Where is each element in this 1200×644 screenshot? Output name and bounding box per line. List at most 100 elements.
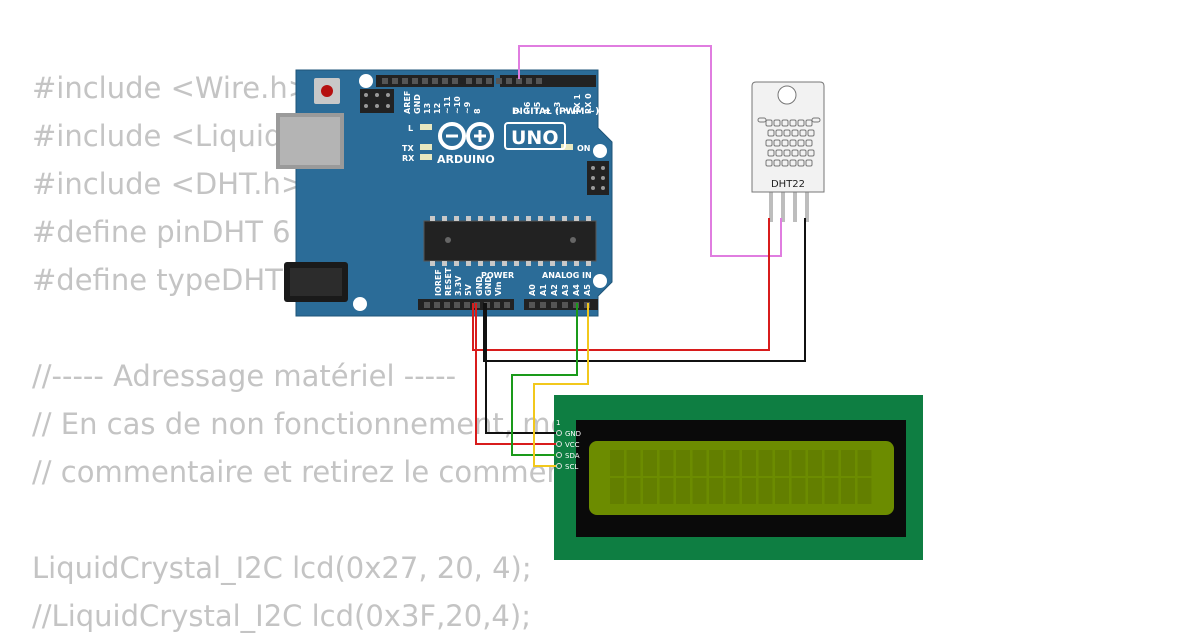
lcd-cell xyxy=(857,478,872,504)
grille-slot xyxy=(773,159,781,167)
pin-label: 2 xyxy=(563,108,572,114)
chip-legs xyxy=(430,216,591,266)
pin-label: 8 xyxy=(473,108,482,114)
lcd-pin-labels: 1 GND VCC SDA SCL xyxy=(556,419,581,471)
lcd-pin-one: 1 xyxy=(556,419,560,427)
grille-slot xyxy=(781,119,789,127)
usb-connector xyxy=(276,113,344,169)
lcd-cell xyxy=(758,478,773,504)
mounting-hole xyxy=(593,144,607,158)
header-socket xyxy=(486,78,492,84)
lcd-cell xyxy=(775,478,789,504)
mounting-hole xyxy=(593,274,607,288)
header-socket xyxy=(464,302,470,308)
pin-label: IOREF xyxy=(434,269,443,296)
grille-slot xyxy=(807,149,815,157)
wire-lcd-vcc[interactable] xyxy=(475,303,556,445)
chip-leg xyxy=(526,261,531,266)
header-socket xyxy=(529,302,535,308)
lcd-cell xyxy=(610,478,624,504)
chip-leg xyxy=(586,261,591,266)
lcd-cell xyxy=(791,450,806,476)
lcd-cell xyxy=(692,478,707,504)
pin-label: GND xyxy=(484,276,493,296)
grille-slot xyxy=(765,119,773,127)
lcd-cell xyxy=(824,478,839,504)
pin-label: ~9 xyxy=(463,101,472,114)
pin-label: ~3 xyxy=(553,102,562,114)
header-socket xyxy=(506,78,512,84)
lcd-cell xyxy=(610,450,624,476)
chip-leg xyxy=(562,261,567,266)
chip-leg xyxy=(550,261,555,266)
code-line: #include <Wire.h> xyxy=(32,71,313,105)
pin-label: TX 1 xyxy=(573,94,582,114)
pin-label: RESET xyxy=(444,267,453,296)
grille-slot xyxy=(805,119,813,127)
header-socket xyxy=(442,78,448,84)
power-jack xyxy=(284,262,348,302)
wire-data-pin6[interactable] xyxy=(518,45,782,257)
header-socket xyxy=(476,78,482,84)
led-rx xyxy=(420,154,432,160)
chip-leg xyxy=(442,261,447,266)
wire-lcd-gnd[interactable] xyxy=(485,303,556,434)
wire-sensor-gnd[interactable] xyxy=(483,218,806,362)
wires xyxy=(472,45,806,467)
header-socket xyxy=(504,302,510,308)
reset-button[interactable] xyxy=(314,78,340,104)
pin-label: 7 xyxy=(513,108,522,114)
chip-leg xyxy=(586,216,591,221)
wire-lcd-scl[interactable] xyxy=(533,303,589,467)
header-socket xyxy=(382,78,388,84)
header-socket xyxy=(516,78,522,84)
grille-slot xyxy=(767,149,775,157)
pin-label: Vin xyxy=(494,281,503,296)
dht22-sensor[interactable]: DHT22 xyxy=(751,81,825,222)
lcd-cell xyxy=(626,478,641,504)
grille-slot xyxy=(775,149,783,157)
pin-label: 12 xyxy=(433,103,442,114)
digital-header-label: DIGITAL (PWM ~) xyxy=(512,107,599,117)
chip-leg xyxy=(574,216,579,221)
grille-slot xyxy=(807,129,815,137)
lcd-cell xyxy=(725,450,740,476)
analog-label: ANALOG IN xyxy=(542,271,592,280)
grille-slot xyxy=(767,129,775,137)
chip-leg xyxy=(574,261,579,266)
header-socket xyxy=(452,78,458,84)
pin-label: 3.3V xyxy=(454,275,463,296)
grille-slot xyxy=(799,149,807,157)
lcd-cell xyxy=(643,478,657,504)
led-l xyxy=(420,124,432,130)
chip-leg xyxy=(526,216,531,221)
pin-label: RX 0 xyxy=(584,93,593,114)
lcd-display[interactable]: 1 GND VCC SDA SCL xyxy=(554,395,923,560)
chip-leg xyxy=(490,216,495,221)
pin-label: A3 xyxy=(561,284,570,296)
grille-slot xyxy=(791,129,799,137)
grille-slot xyxy=(789,139,797,147)
lcd-cell xyxy=(841,450,855,476)
grille-slot xyxy=(783,149,791,157)
pin-label: GND xyxy=(475,276,484,296)
header-socket xyxy=(434,302,440,308)
lcd-cell xyxy=(808,450,822,476)
wire-lcd-sda[interactable] xyxy=(511,303,578,456)
sensor-label: DHT22 xyxy=(771,179,805,190)
header-socket xyxy=(422,78,428,84)
header-socket xyxy=(424,302,430,308)
code-line: #define pinDHT 6 xyxy=(32,215,291,249)
microcontroller-chip xyxy=(423,220,597,262)
lcd-cell xyxy=(725,478,740,504)
header-socket xyxy=(494,302,500,308)
analog-header[interactable] xyxy=(524,299,598,310)
lcd-cell xyxy=(676,478,690,504)
chip-leg xyxy=(562,216,567,221)
wire-sensor-vcc[interactable] xyxy=(472,218,770,351)
lcd-cell xyxy=(857,450,872,476)
grille-slot xyxy=(757,117,767,123)
grille-slot xyxy=(799,129,807,137)
